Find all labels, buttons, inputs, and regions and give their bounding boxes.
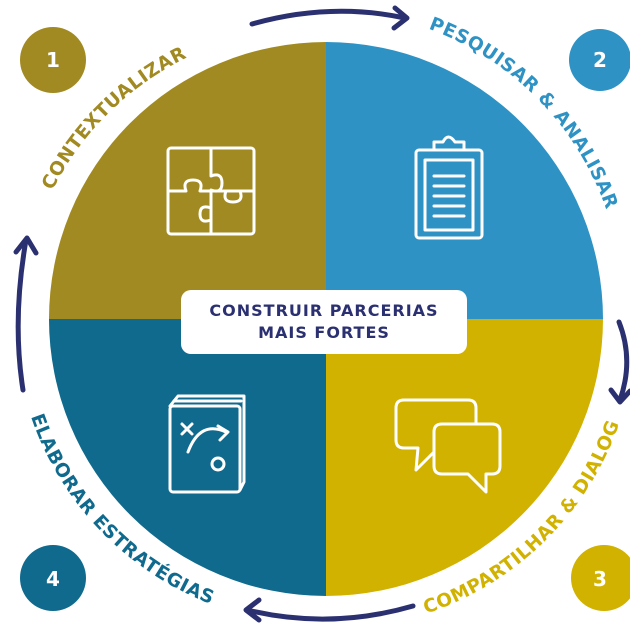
puzzle-icon [166, 146, 256, 236]
arrow-left [13, 235, 39, 393]
arrow-top [249, 5, 410, 31]
chat-bubbles-icon [394, 398, 502, 494]
quadrant-pesquisar [326, 42, 603, 319]
svg-text:1: 1 [46, 48, 60, 72]
step-badge-2: 2 [569, 29, 630, 91]
playbook-icon [168, 394, 246, 494]
center-title-line2: MAIS FORTES [258, 323, 390, 342]
step-badge-3: 3 [571, 545, 630, 611]
center-title-line1: CONSTRUIR PARCERIAS [209, 301, 439, 320]
clipboard-icon [414, 135, 484, 240]
svg-text:3: 3 [593, 567, 607, 591]
svg-text:4: 4 [46, 567, 60, 591]
step-badge-4: 4 [20, 545, 86, 611]
svg-text:2: 2 [593, 48, 607, 72]
quadrant-elaborar [49, 319, 326, 596]
arrow-bottom [243, 597, 416, 623]
arrow-right [608, 319, 630, 405]
step-badge-1: 1 [20, 27, 86, 93]
center-title: CONSTRUIR PARCERIAS MAIS FORTES [181, 290, 467, 354]
